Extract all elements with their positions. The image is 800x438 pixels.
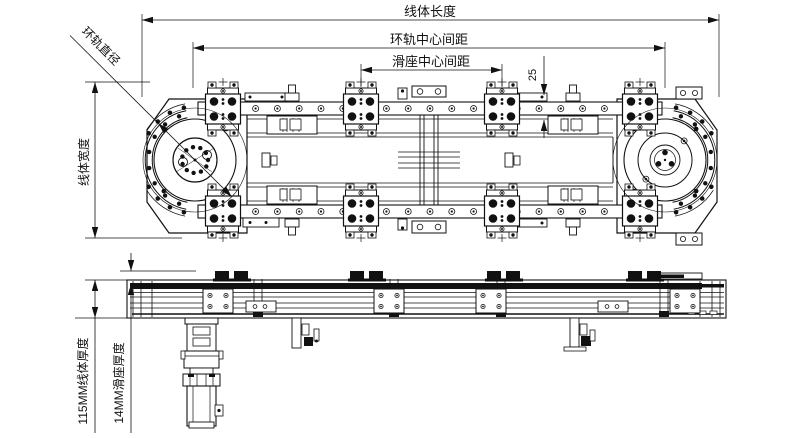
slider-carriage xyxy=(342,78,380,137)
line-width-label: 线体宽度 xyxy=(76,138,91,186)
line-thickness-label: 115MM线体厚度 xyxy=(75,337,90,424)
slotted-brackets xyxy=(675,86,703,246)
center-cross-frame xyxy=(397,85,460,234)
slider-center-spacing-label: 滑座中心间距 xyxy=(392,54,470,69)
dim-line-width: 线体宽度 xyxy=(76,82,99,238)
under-body-sensor-right xyxy=(563,317,596,352)
ring-rail-diameter-label: 环轨直径 xyxy=(79,24,123,68)
slider-carriage xyxy=(483,78,521,137)
ring-rail-flange-arcs xyxy=(144,110,716,210)
left-ring-rail-pitch-circle xyxy=(142,107,248,213)
right-ring-rail-pitch-circle xyxy=(612,107,718,213)
lift-locate-unit xyxy=(547,185,599,236)
slider-carriage xyxy=(342,183,380,242)
mount-plate-4hole xyxy=(475,288,507,314)
slider-carriage xyxy=(621,183,659,242)
under-body-sensor-left xyxy=(291,317,320,349)
slider-carriage xyxy=(621,78,659,137)
mount-plate-2hole xyxy=(245,300,277,313)
line-length-label: 线体长度 xyxy=(404,4,456,19)
mount-plate-2hole xyxy=(597,300,629,313)
curve-transition-arcs xyxy=(146,103,714,217)
mount-plate-4hole xyxy=(202,288,234,314)
drive-motor-assembly xyxy=(180,317,224,429)
dim-line-length: 线体长度 xyxy=(142,4,719,24)
right-idler-hub xyxy=(637,132,693,188)
mount-plate-4hole xyxy=(669,288,701,314)
dim-ring-rail-center-spacing: 环轨中心间距 xyxy=(193,32,665,52)
dim-slider-center-spacing: 滑座中心间距 xyxy=(361,54,502,74)
side-slider-block xyxy=(626,271,664,282)
top-view-plan xyxy=(142,78,718,246)
lift-locate-unit xyxy=(266,84,318,135)
lift-locate-units xyxy=(266,84,599,236)
slider-carriage xyxy=(204,78,242,137)
dim-offset-25: 25 xyxy=(527,56,548,138)
slider-carriage xyxy=(483,183,521,242)
lift-locate-unit xyxy=(547,84,599,135)
dim-slider-thickness: 14MM滑座厚度 xyxy=(111,253,135,433)
lift-locate-unit xyxy=(266,185,318,236)
offset-25-label: 25 xyxy=(527,69,539,81)
side-view-elevation xyxy=(126,271,727,429)
side-slider-block xyxy=(485,271,523,282)
ring-rail-center-spacing-label: 环轨中心间距 xyxy=(390,32,468,47)
side-slider-block xyxy=(348,271,386,282)
dim-line-thickness: 115MM线体厚度 xyxy=(75,280,99,433)
mount-plate-4hole xyxy=(373,288,405,314)
centerline-sensors xyxy=(261,152,521,168)
side-slider-block xyxy=(213,271,251,282)
slider-thickness-label: 14MM滑座厚度 xyxy=(111,342,126,423)
side-view-sliders-and-plates xyxy=(202,271,701,317)
